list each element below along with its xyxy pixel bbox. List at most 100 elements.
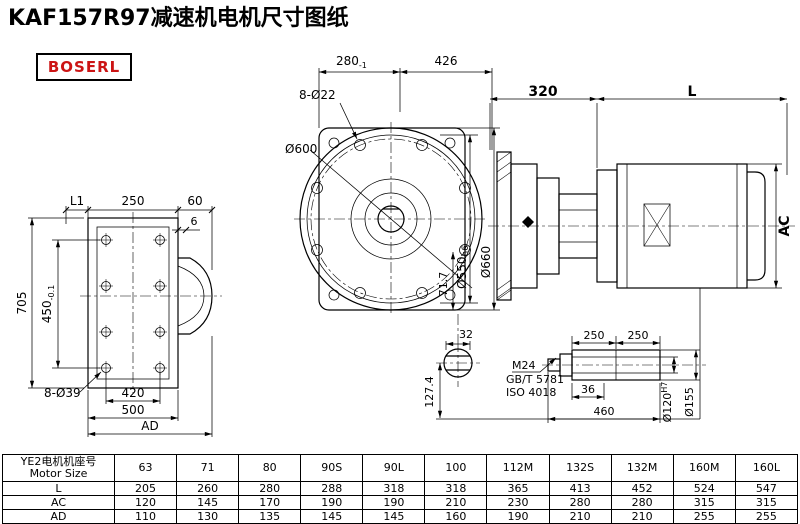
dim-60: 60 [187,194,202,208]
dim-L1: L1 [70,194,84,208]
cell: 413 [548,481,612,496]
cell: 145 [300,509,364,524]
dim-127-4: 127.4 [423,376,436,408]
front-view-diameter-dimensions: Ø550h6 Ø660 71.7 [437,127,500,311]
hollow-shaft-detail: 250 250 M24 GB/T 5781 ISO 4018 36 460 Ø1… [506,329,706,423]
cell: 318 [424,481,488,496]
side-view-top-dimensions: 320 L [489,84,788,175]
cell: 120 [113,495,178,510]
cell: 190 [362,495,426,510]
cell: 130 [176,509,240,524]
hole-pattern-front-label: 8-Ø22 [299,88,336,102]
motor-size-table: YE2电机机座号 Motor Size 63 71 80 90S 90L 100… [2,454,799,524]
header-motor-size-zh: YE2电机机座号 [20,455,97,468]
cell: 365 [486,481,550,496]
column-header: 132M [610,454,674,482]
column-header: 80 [238,454,302,482]
dim-426: 426 [435,54,458,68]
cell: 255 [734,509,799,524]
row-label: AC [2,495,115,510]
cell: 210 [610,509,674,524]
hole-pattern-side-label: 8-Ø39 [44,386,81,400]
cell: 318 [362,481,426,496]
cell: 210 [548,509,612,524]
cell: 315 [672,495,736,510]
cell: 170 [238,495,302,510]
column-header: 63 [113,454,178,482]
cell: 190 [486,509,550,524]
dim-d155: Ø155 [683,387,696,417]
page-title: KAF157R97减速机电机尺寸图纸 [8,6,349,31]
column-header: 132S [548,454,612,482]
section-marker [522,216,534,228]
left-view-dimensions: L1 250 60 6 705 450-0.1 8-Ø39 420 500 [15,194,216,437]
header-motor-size-en: Motor Size [29,467,88,480]
std-iso-label: ISO 4018 [506,386,556,399]
cell: 452 [610,481,674,496]
technical-drawing: 280-1 426 8-Ø22 Ø600 Ø550h6 Ø660 71.7 [15,54,795,437]
dim-71-7: 71.7 [437,272,450,297]
dim-250-b: 250 [628,329,649,342]
cell: 135 [238,509,302,524]
dim-6: 6 [191,215,198,228]
cell: 280 [238,481,302,496]
column-header: 100 [424,454,488,482]
ac-dimension: AC [747,163,793,289]
brand-logo: BOSERL [36,53,132,81]
dim-460: 460 [594,405,615,418]
table-row-L: L 205 260 280 288 318 318 365 413 452 52… [2,481,799,496]
column-header: 71 [176,454,240,482]
column-header: 90S [300,454,364,482]
column-header: 160M [672,454,736,482]
table-row-AC: AC 120 145 170 190 190 210 230 280 280 3… [2,495,799,510]
dim-705: 705 [15,292,29,315]
dim-250-a: 250 [584,329,605,342]
cell: 145 [176,495,240,510]
dim-d600: Ø600 [285,142,317,156]
cell: 205 [113,481,178,496]
dim-AD: AD [141,419,158,433]
dim-d660: Ø660 [479,246,493,278]
dim-36: 36 [581,383,595,396]
front-view [294,122,488,316]
table-header-row: YE2电机机座号 Motor Size 63 71 80 90S 90L 100… [2,454,799,482]
cell: 110 [113,509,178,524]
dim-32: 32 [459,328,473,341]
cell: 160 [424,509,488,524]
cell: 315 [734,495,799,510]
side-view [488,151,795,301]
column-header: 160L [734,454,799,482]
header-motor-size: YE2电机机座号 Motor Size [2,454,115,482]
dim-420: 420 [122,386,145,400]
dim-d550h6: Ø550h6 [455,245,471,289]
thread-label: M24 [512,359,536,372]
dim-280: 280-1 [336,54,367,70]
cell: 547 [734,481,799,496]
brand-text: BOSERL [47,58,121,76]
column-header: 90L [362,454,426,482]
left-view [80,212,222,394]
cell: 280 [548,495,612,510]
cell: 255 [672,509,736,524]
row-label: AD [2,509,115,524]
cell: 288 [300,481,364,496]
front-view-top-dimensions: 280-1 426 8-Ø22 Ø600 [285,54,493,156]
dim-AC: AC [777,215,793,236]
dim-320: 320 [528,84,557,100]
dim-L: L [688,84,697,100]
cell: 280 [610,495,674,510]
dim-450: 450-0.1 [40,285,56,324]
cell: 190 [300,495,364,510]
std-gb-label: GB/T 5781 [506,373,564,386]
cell: 260 [176,481,240,496]
cell: 524 [672,481,736,496]
cell: 145 [362,509,426,524]
column-header: 112M [486,454,550,482]
dim-250-top: 250 [122,194,145,208]
dim-d120H7: Ø120H7 [660,382,674,423]
cell: 210 [424,495,488,510]
row-label: L [2,481,115,496]
dim-500: 500 [122,403,145,417]
table-row-AD: AD 110 130 135 145 145 160 190 210 210 2… [2,509,799,524]
